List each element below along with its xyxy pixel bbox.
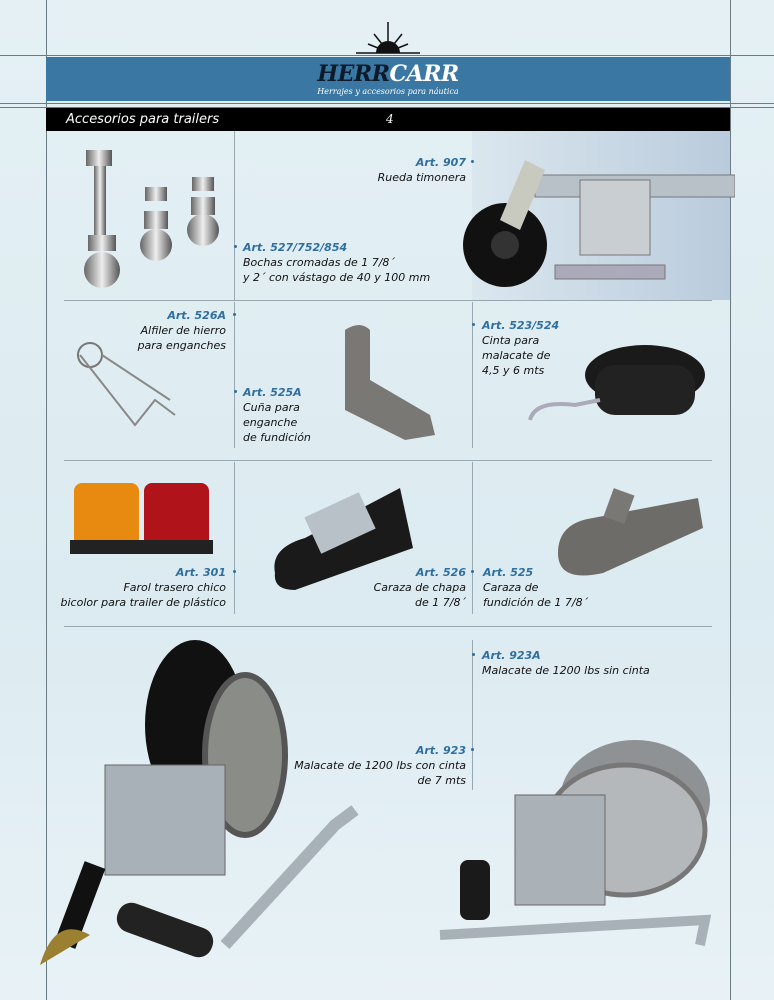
column-divider bbox=[234, 302, 235, 448]
cast-coupler-image bbox=[558, 488, 703, 576]
coupler-wedge-image bbox=[345, 325, 435, 440]
product-description: para enganches bbox=[137, 339, 226, 352]
product-description: Malacate de 1200 lbs con cinta bbox=[294, 759, 466, 772]
product-art-525a: Art. 525A Cuña para enganche de fundición bbox=[243, 385, 443, 445]
article-number: Art. 526A bbox=[167, 309, 226, 322]
margin-line bbox=[730, 0, 731, 1000]
column-divider bbox=[234, 131, 235, 300]
bullet-icon bbox=[471, 748, 474, 751]
product-description: Farol trasero chico bbox=[123, 581, 226, 594]
margin-line bbox=[0, 55, 774, 56]
winch-strap-image bbox=[528, 345, 705, 421]
column-divider bbox=[234, 462, 235, 614]
article-number: Art. 526 bbox=[415, 566, 466, 579]
product-description: Rueda timonera bbox=[377, 171, 466, 184]
product-description: Caraza de chapa bbox=[373, 581, 466, 594]
winch-without-strap-image bbox=[439, 740, 712, 946]
product-description: malacate de bbox=[482, 349, 551, 362]
bullet-icon bbox=[234, 390, 237, 393]
jockey-wheel-image bbox=[463, 160, 735, 287]
product-description: 4,5 y 6 mts bbox=[482, 364, 545, 377]
tow-balls-image bbox=[84, 150, 219, 288]
column-divider bbox=[472, 302, 473, 448]
product-description: Bochas cromadas de 1 7/8´ bbox=[243, 256, 395, 269]
winch-with-strap-image bbox=[40, 640, 359, 965]
product-description: bicolor para trailer de plástico bbox=[60, 596, 226, 609]
article-number: Art. 523/524 bbox=[482, 319, 560, 332]
product-description: enganche bbox=[243, 416, 298, 429]
section-divider bbox=[64, 300, 712, 301]
bullet-icon bbox=[233, 313, 236, 316]
page-number: 4 bbox=[386, 112, 394, 126]
tail-light-image bbox=[70, 483, 213, 554]
section-divider bbox=[64, 626, 712, 627]
compass-logo-icon bbox=[356, 22, 420, 54]
article-number: Art. 923 bbox=[415, 744, 466, 757]
product-description: Cinta para bbox=[482, 334, 540, 347]
product-description: de 7 mts bbox=[417, 774, 466, 787]
brand-banner: HERRCARR Herrajes y accesorios para náut… bbox=[46, 57, 730, 101]
bullet-icon bbox=[471, 570, 474, 573]
margin-line bbox=[0, 103, 774, 104]
article-number: Art. 525 bbox=[483, 566, 534, 579]
brand-name-part1: HERR bbox=[317, 61, 390, 87]
article-number: Art. 923A bbox=[482, 649, 541, 662]
brand-tagline: Herrajes y accesorios para náutica bbox=[317, 87, 459, 96]
product-description: Caraza de bbox=[483, 581, 539, 594]
sheet-coupler-image bbox=[274, 488, 413, 590]
product-description: Malacate de 1200 lbs sin cinta bbox=[482, 664, 650, 677]
hitch-pin-image bbox=[77, 342, 176, 427]
margin-line bbox=[0, 107, 774, 108]
product-description: Alfiler de hierro bbox=[140, 324, 226, 337]
product-art-526a: Art. 526A Alfiler de hierro para enganches bbox=[26, 308, 226, 353]
column-divider bbox=[472, 462, 473, 614]
article-number: Art. 301 bbox=[175, 566, 226, 579]
article-number: Art. 527/752/854 bbox=[243, 241, 348, 254]
product-art-923a: Art. 923A Malacate de 1200 lbs sin cinta bbox=[482, 648, 712, 678]
margin-line bbox=[46, 0, 47, 1000]
product-description: de 1 7/8´ bbox=[415, 596, 466, 609]
product-description: de fundición bbox=[243, 431, 311, 444]
bullet-icon bbox=[472, 323, 475, 326]
bullet-icon bbox=[471, 160, 474, 163]
bullet-icon bbox=[234, 245, 237, 248]
bullet-icon bbox=[472, 653, 475, 656]
column-divider bbox=[472, 640, 473, 790]
product-description: fundición de 1 7/8´ bbox=[483, 596, 589, 609]
article-number: Art. 907 bbox=[415, 156, 466, 169]
product-description: Cuña para bbox=[243, 401, 300, 414]
brand-logo: HERRCARR bbox=[46, 61, 730, 87]
section-title: Accesorios para trailers bbox=[66, 112, 220, 127]
bullet-icon bbox=[233, 570, 236, 573]
section-header-bar: Accesorios para trailers 4 bbox=[46, 108, 730, 131]
product-description: y 2´ con vástago de 40 y 100 mm bbox=[243, 271, 431, 284]
brand-name-part2: CARR bbox=[389, 61, 459, 87]
article-number: Art. 525A bbox=[243, 386, 302, 399]
section-divider bbox=[64, 460, 712, 461]
